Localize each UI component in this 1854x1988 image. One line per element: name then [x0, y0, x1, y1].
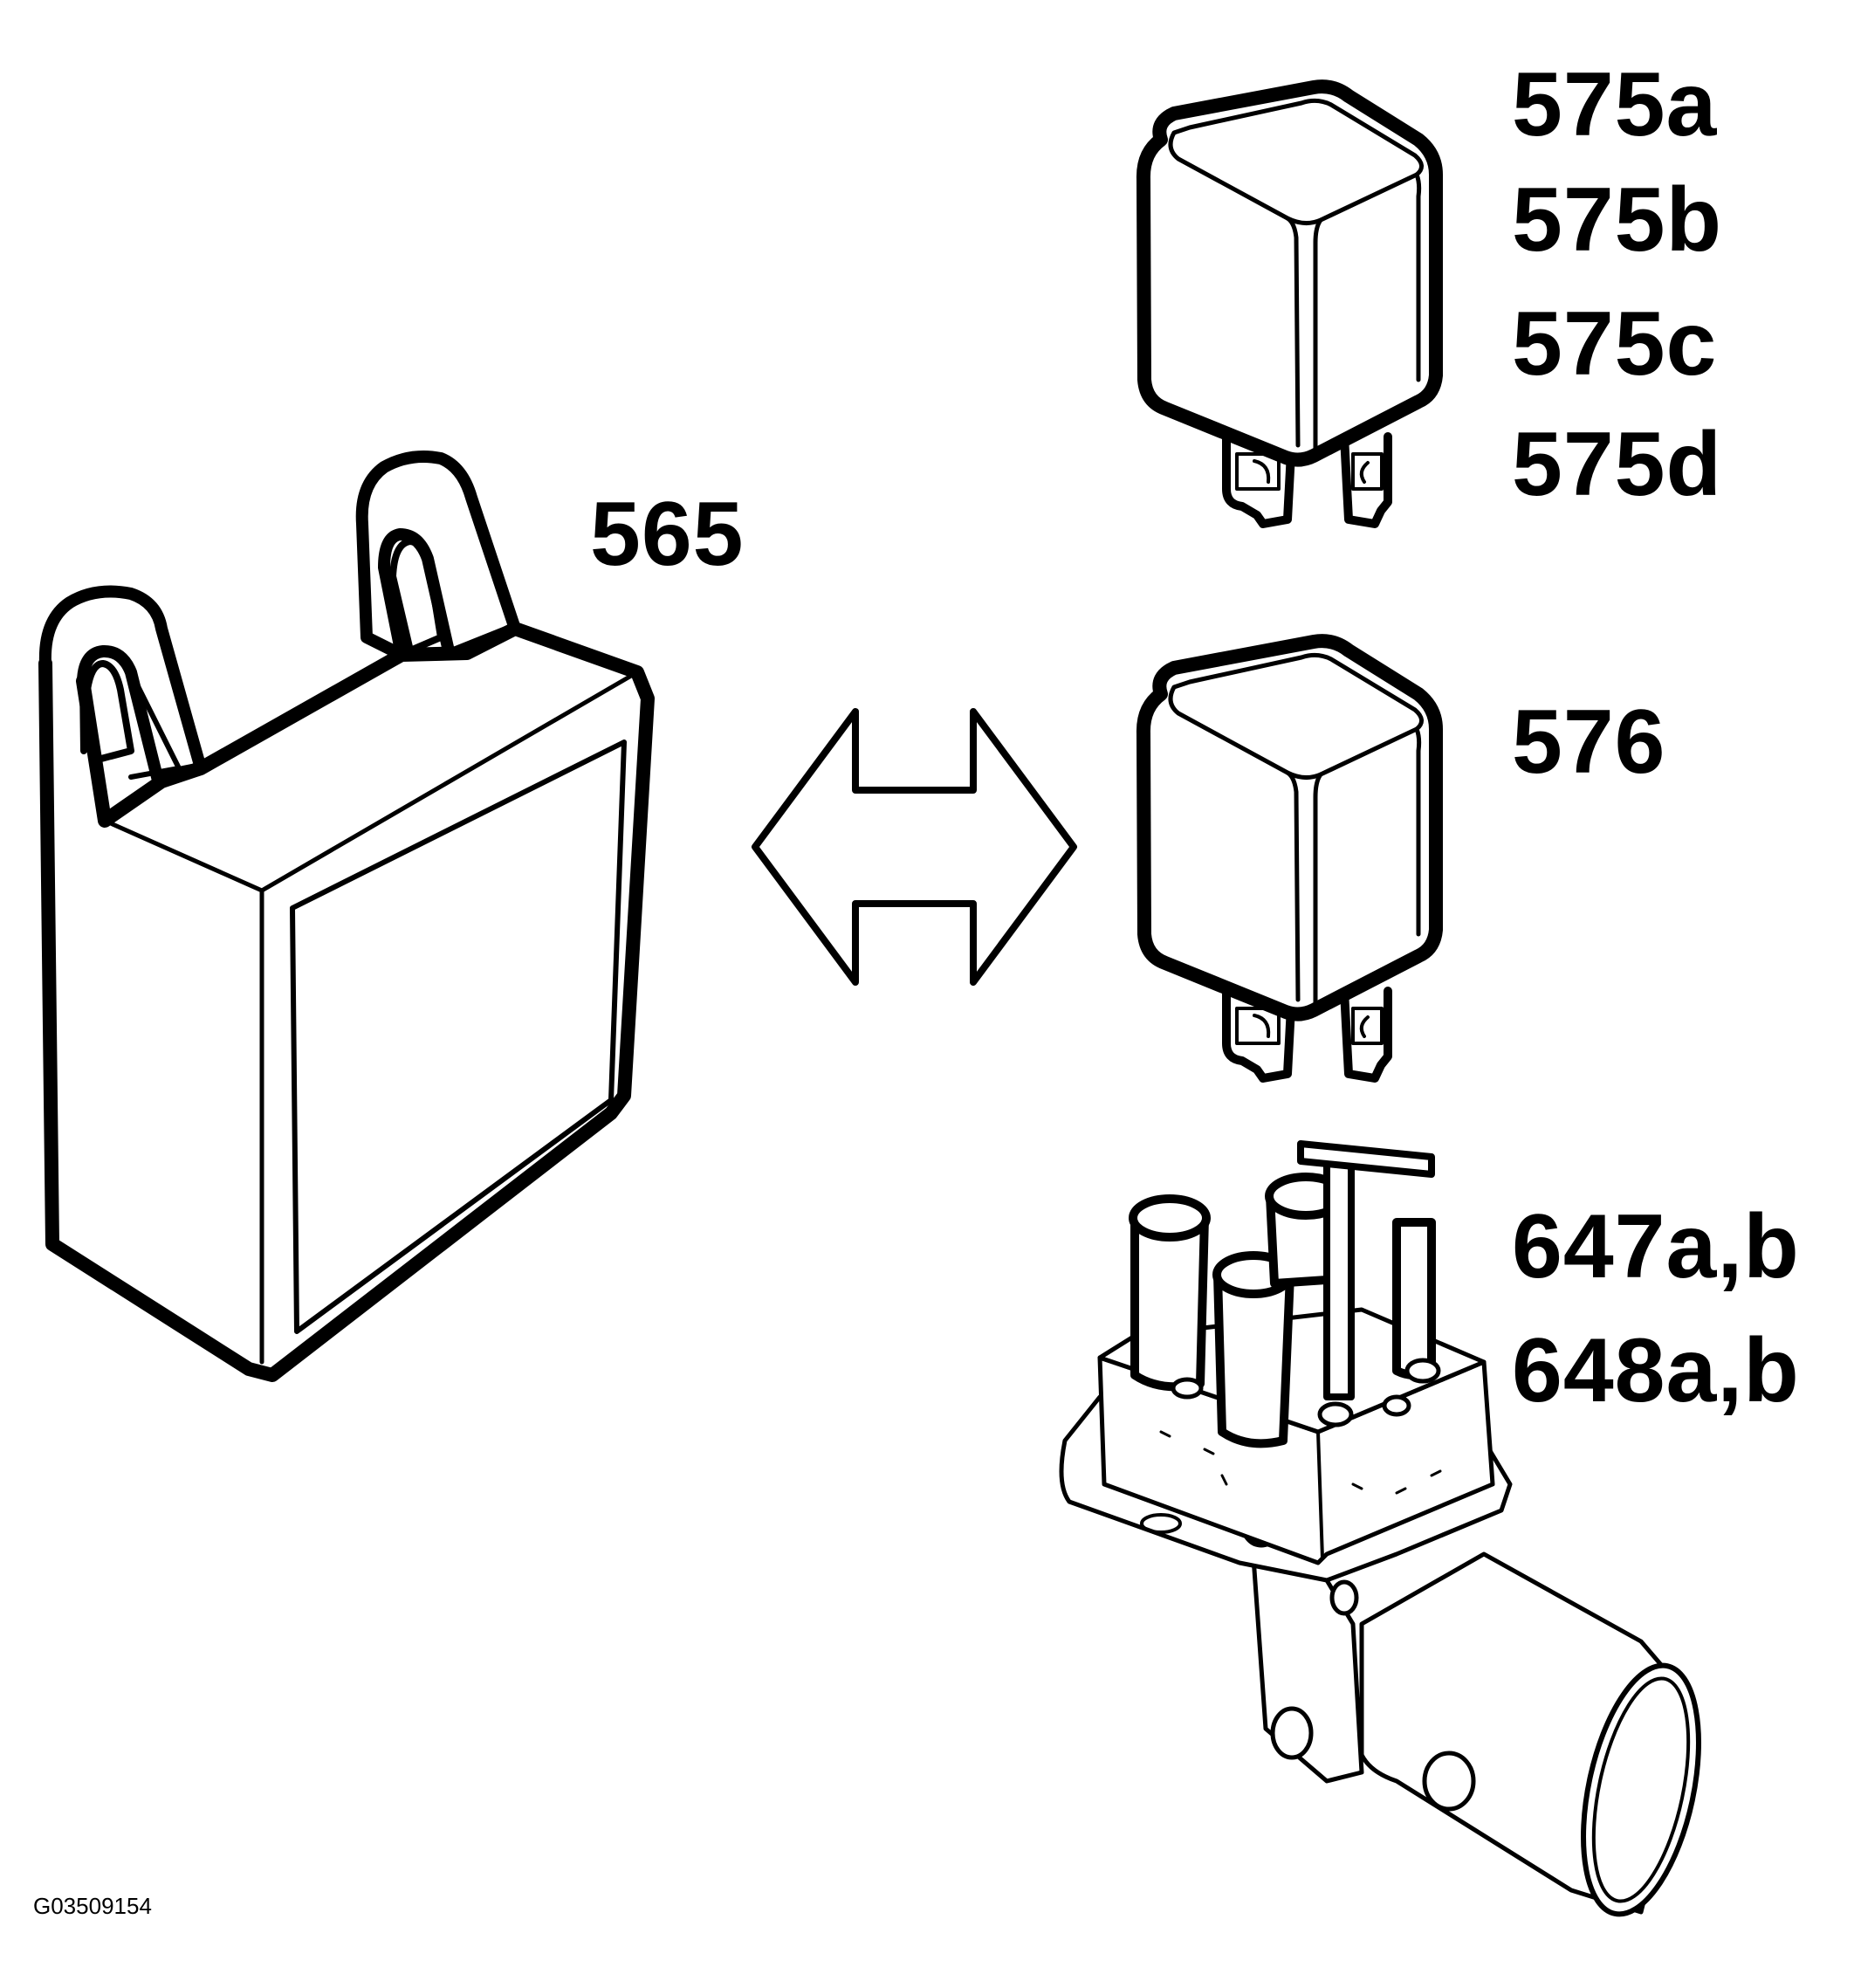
relay-label-575c: 575c	[1512, 293, 1718, 395]
relay-label-575b: 575b	[1512, 169, 1723, 271]
relay-icon	[1136, 634, 1443, 1083]
relay-label-575d: 575d	[1512, 414, 1723, 515]
control-module-icon	[38, 451, 655, 1382]
hydraulic-label-647: 647a,b	[1512, 1196, 1800, 1297]
relay-icon	[1136, 79, 1443, 528]
figure-code: G03509154	[33, 1893, 152, 1919]
hydraulic-label-648: 648a,b	[1512, 1320, 1800, 1421]
relay-label-576: 576	[1512, 691, 1666, 793]
hydraulic-unit-icon	[1059, 1140, 1701, 1917]
relay-label-575a: 575a	[1512, 54, 1718, 155]
control-module-label: 565	[590, 484, 745, 585]
double-arrow-icon	[752, 708, 1077, 986]
